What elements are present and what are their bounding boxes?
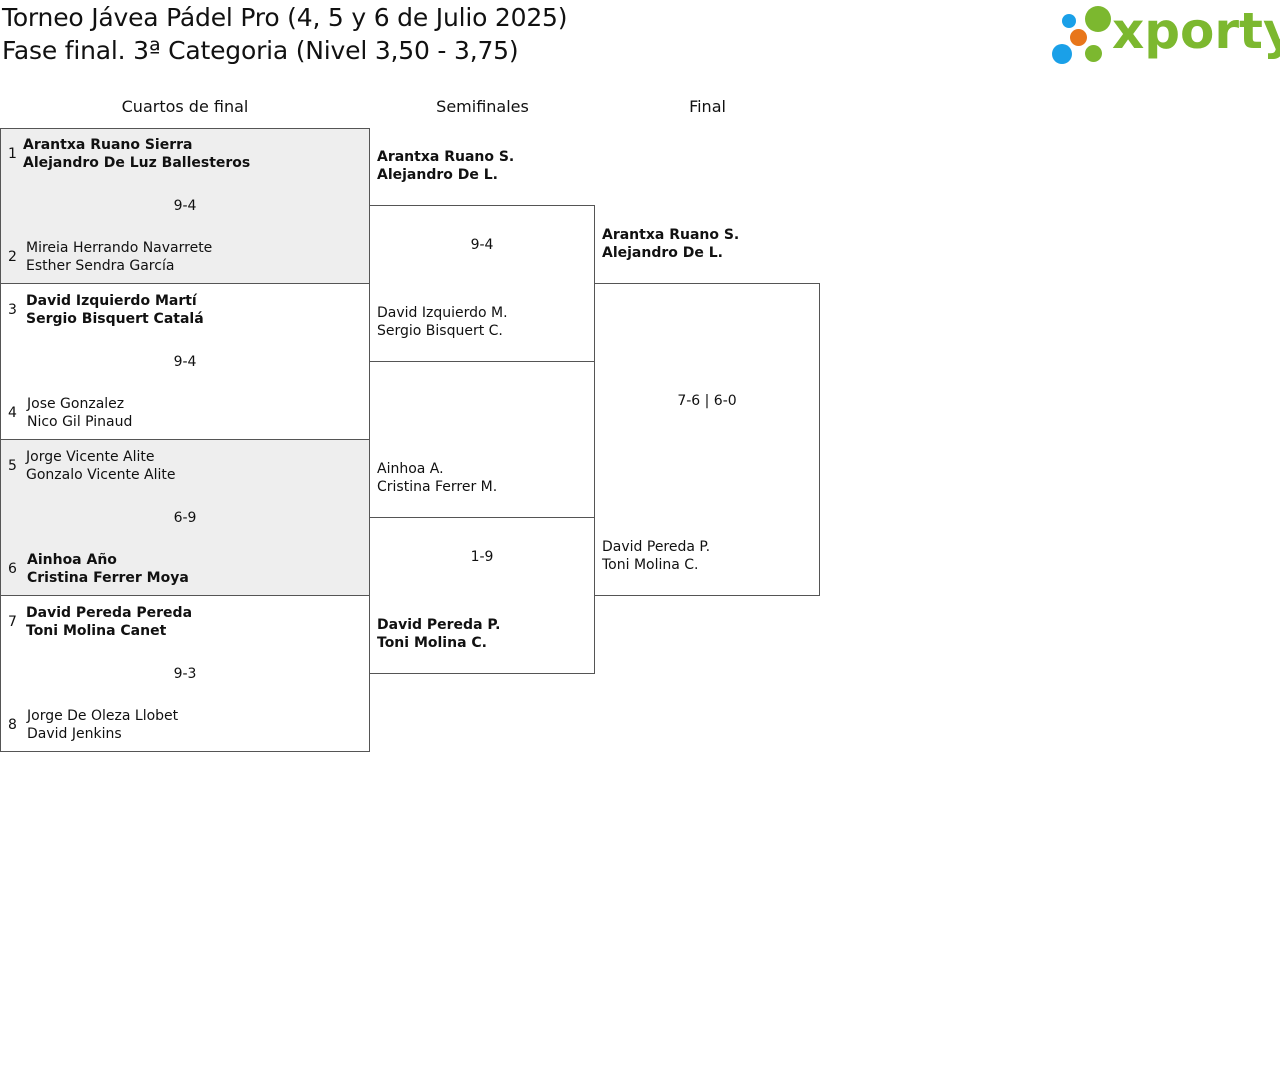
match-score: 9-4 bbox=[470, 237, 494, 253]
player-name: David Pereda Pereda bbox=[26, 605, 193, 621]
player-name: Alejandro De Luz Ballesteros bbox=[23, 155, 251, 171]
final-match[interactable]: 7-6 | 6-0 David Pereda P. Toni Molina C. bbox=[594, 283, 820, 596]
seed-number: 3 bbox=[8, 302, 17, 318]
quarterfinal-match-2[interactable]: 3 David Izquierdo Martí Sergio Bisquert … bbox=[0, 283, 370, 440]
player-name: David Pereda P. bbox=[377, 617, 501, 633]
team-winner[interactable]: David Pereda Pereda Toni Molina Canet bbox=[26, 604, 192, 640]
team-loser[interactable]: Jorge De Oleza Llobet David Jenkins bbox=[27, 707, 178, 743]
final-team-loser[interactable]: David Pereda P. Toni Molina C. bbox=[602, 538, 710, 574]
player-name: Cristina Ferrer Moya bbox=[27, 570, 189, 586]
logo-dot-orange bbox=[1070, 29, 1087, 46]
player-name: Toni Molina C. bbox=[377, 635, 487, 651]
tournament-title: Torneo Jávea Pádel Pro (4, 5 y 6 de Juli… bbox=[2, 3, 568, 32]
logo-dot-blue-small bbox=[1062, 14, 1076, 28]
player-name: Toni Molina Canet bbox=[26, 623, 167, 639]
semifinal-2-team-loser[interactable]: Ainhoa A. Cristina Ferrer M. bbox=[377, 460, 497, 496]
round-header-final: Final bbox=[689, 97, 726, 116]
player-name: Sergio Bisquert Catalá bbox=[26, 311, 204, 327]
player-name: Ainhoa Año bbox=[27, 552, 117, 568]
seed-number: 2 bbox=[8, 249, 17, 265]
team-winner[interactable]: Arantxa Ruano Sierra Alejandro De Luz Ba… bbox=[23, 136, 250, 172]
seed-number: 1 bbox=[8, 146, 17, 162]
team-winner[interactable]: David Izquierdo Martí Sergio Bisquert Ca… bbox=[26, 292, 204, 328]
player-name: David Jenkins bbox=[27, 726, 122, 742]
semifinal-2-team-winner[interactable]: David Pereda P. Toni Molina C. bbox=[377, 616, 500, 652]
match-score: 7-6 | 6-0 bbox=[677, 393, 737, 409]
match-score: 1-9 bbox=[470, 549, 494, 565]
team-loser[interactable]: Jose Gonzalez Nico Gil Pinaud bbox=[27, 395, 132, 431]
player-name: Sergio Bisquert C. bbox=[377, 323, 503, 339]
seed-number: 4 bbox=[8, 405, 17, 421]
player-name: David Izquierdo M. bbox=[377, 305, 508, 321]
player-name: Arantxa Ruano Sierra bbox=[23, 137, 193, 153]
category-subtitle: Fase final. 3ª Categoria (Nivel 3,50 - 3… bbox=[2, 36, 519, 65]
player-name: Jorge De Oleza Llobet bbox=[27, 708, 179, 724]
seed-number: 8 bbox=[8, 717, 17, 733]
xporty-logo[interactable]: xporty bbox=[1050, 2, 1280, 66]
quarterfinal-match-4[interactable]: 7 David Pereda Pereda Toni Molina Canet … bbox=[0, 595, 370, 752]
player-name: Alejandro De L. bbox=[377, 167, 498, 183]
team-winner[interactable]: Ainhoa Año Cristina Ferrer Moya bbox=[27, 551, 189, 587]
match-score: 9-4 bbox=[173, 198, 197, 214]
semifinal-match-1[interactable]: 9-4 David Izquierdo M. Sergio Bisquert C… bbox=[369, 205, 595, 362]
player-name: Alejandro De L. bbox=[602, 245, 723, 261]
team-loser[interactable]: Jorge Vicente Alite Gonzalo Vicente Alit… bbox=[26, 448, 175, 484]
seed-number: 7 bbox=[8, 614, 17, 630]
logo-dot-blue-large bbox=[1052, 44, 1072, 64]
round-header-semifinals: Semifinales bbox=[436, 97, 529, 116]
player-name: Jorge Vicente Alite bbox=[26, 449, 155, 465]
round-header-quarterfinals: Cuartos de final bbox=[121, 97, 249, 116]
quarterfinal-match-3[interactable]: 5 Jorge Vicente Alite Gonzalo Vicente Al… bbox=[0, 439, 370, 596]
semifinal-1-team-loser[interactable]: David Izquierdo M. Sergio Bisquert C. bbox=[377, 304, 508, 340]
player-name: Ainhoa A. bbox=[377, 461, 444, 477]
final-team-winner[interactable]: Arantxa Ruano S. Alejandro De L. bbox=[602, 226, 739, 262]
quarterfinal-match-1[interactable]: 1 Arantxa Ruano Sierra Alejandro De Luz … bbox=[0, 128, 370, 284]
player-name: David Izquierdo Martí bbox=[26, 293, 197, 309]
player-name: Cristina Ferrer M. bbox=[377, 479, 498, 495]
match-score: 6-9 bbox=[173, 510, 197, 526]
player-name: Arantxa Ruano S. bbox=[602, 227, 740, 243]
player-name: Mireia Herrando Navarrete bbox=[26, 240, 213, 256]
player-name: David Pereda P. bbox=[602, 539, 711, 555]
semifinal-match-2[interactable]: 1-9 David Pereda P. Toni Molina C. bbox=[369, 517, 595, 674]
team-loser[interactable]: Mireia Herrando Navarrete Esther Sendra … bbox=[26, 239, 212, 275]
seed-number: 6 bbox=[8, 561, 17, 577]
player-name: Esther Sendra García bbox=[26, 258, 175, 274]
match-score: 9-4 bbox=[173, 354, 197, 370]
logo-wordmark: xporty bbox=[1112, 2, 1280, 60]
semifinal-1-team-winner[interactable]: Arantxa Ruano S. Alejandro De L. bbox=[377, 148, 514, 184]
player-name: Gonzalo Vicente Alite bbox=[26, 467, 176, 483]
player-name: Arantxa Ruano S. bbox=[377, 149, 515, 165]
logo-dot-green-small bbox=[1085, 45, 1102, 62]
match-score: 9-3 bbox=[173, 666, 197, 682]
seed-number: 5 bbox=[8, 458, 17, 474]
player-name: Jose Gonzalez bbox=[27, 396, 125, 412]
player-name: Toni Molina C. bbox=[602, 557, 699, 573]
logo-dot-green-large bbox=[1085, 6, 1111, 32]
player-name: Nico Gil Pinaud bbox=[27, 414, 133, 430]
